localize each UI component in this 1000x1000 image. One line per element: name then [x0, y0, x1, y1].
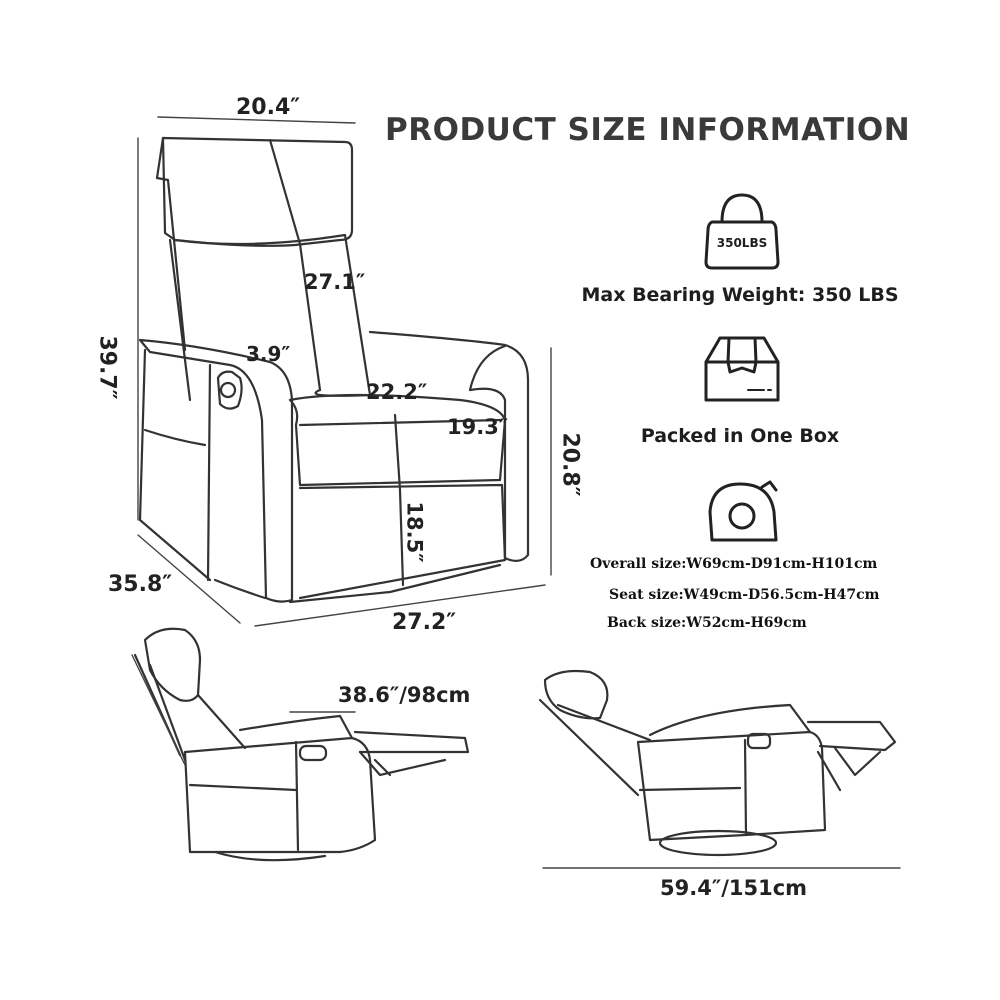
- dim-total-height: 39.7″: [94, 335, 120, 400]
- box-label: Packed in One Box: [640, 425, 840, 447]
- reclined-angle-illustration: [538, 669, 897, 857]
- dim-top-width: 20.4″: [236, 95, 301, 120]
- dim-seat-depth: 19.3″: [447, 415, 509, 439]
- tape-measure-icon: [708, 480, 778, 542]
- dim-seat-height: 18.5″: [402, 501, 427, 563]
- dim-depth: 35.8″: [108, 572, 173, 597]
- dim-arm-width: 3.9″: [246, 342, 291, 366]
- dim-seat-width: 22.2″: [366, 380, 428, 404]
- dim-arm-height: 20.8″: [557, 432, 583, 497]
- spec-overall-size: Overall size:W69cm-D91cm-H101cm: [590, 556, 878, 572]
- dim-reclined-length: 59.4″/151cm: [660, 876, 808, 900]
- dim-width: 27.2″: [392, 610, 457, 635]
- weight-badge: 350LBS: [716, 236, 768, 250]
- box-icon: [704, 336, 780, 402]
- dim-back-height: 27.1″: [304, 270, 366, 294]
- spec-seat-size: Seat size:W49cm-D56.5cm-H47cm: [609, 587, 880, 603]
- weight-icon: [704, 193, 780, 270]
- page-title: PRODUCT SIZE INFORMATION: [385, 112, 911, 148]
- weight-label: Max Bearing Weight: 350 LBS: [581, 284, 899, 306]
- dim-reclined-height: 38.6″/98cm: [338, 683, 471, 707]
- reclined-side-illustration: [133, 627, 470, 862]
- spec-back-size: Back size:W52cm-H69cm: [607, 615, 807, 631]
- front-chair-illustration: [138, 136, 530, 604]
